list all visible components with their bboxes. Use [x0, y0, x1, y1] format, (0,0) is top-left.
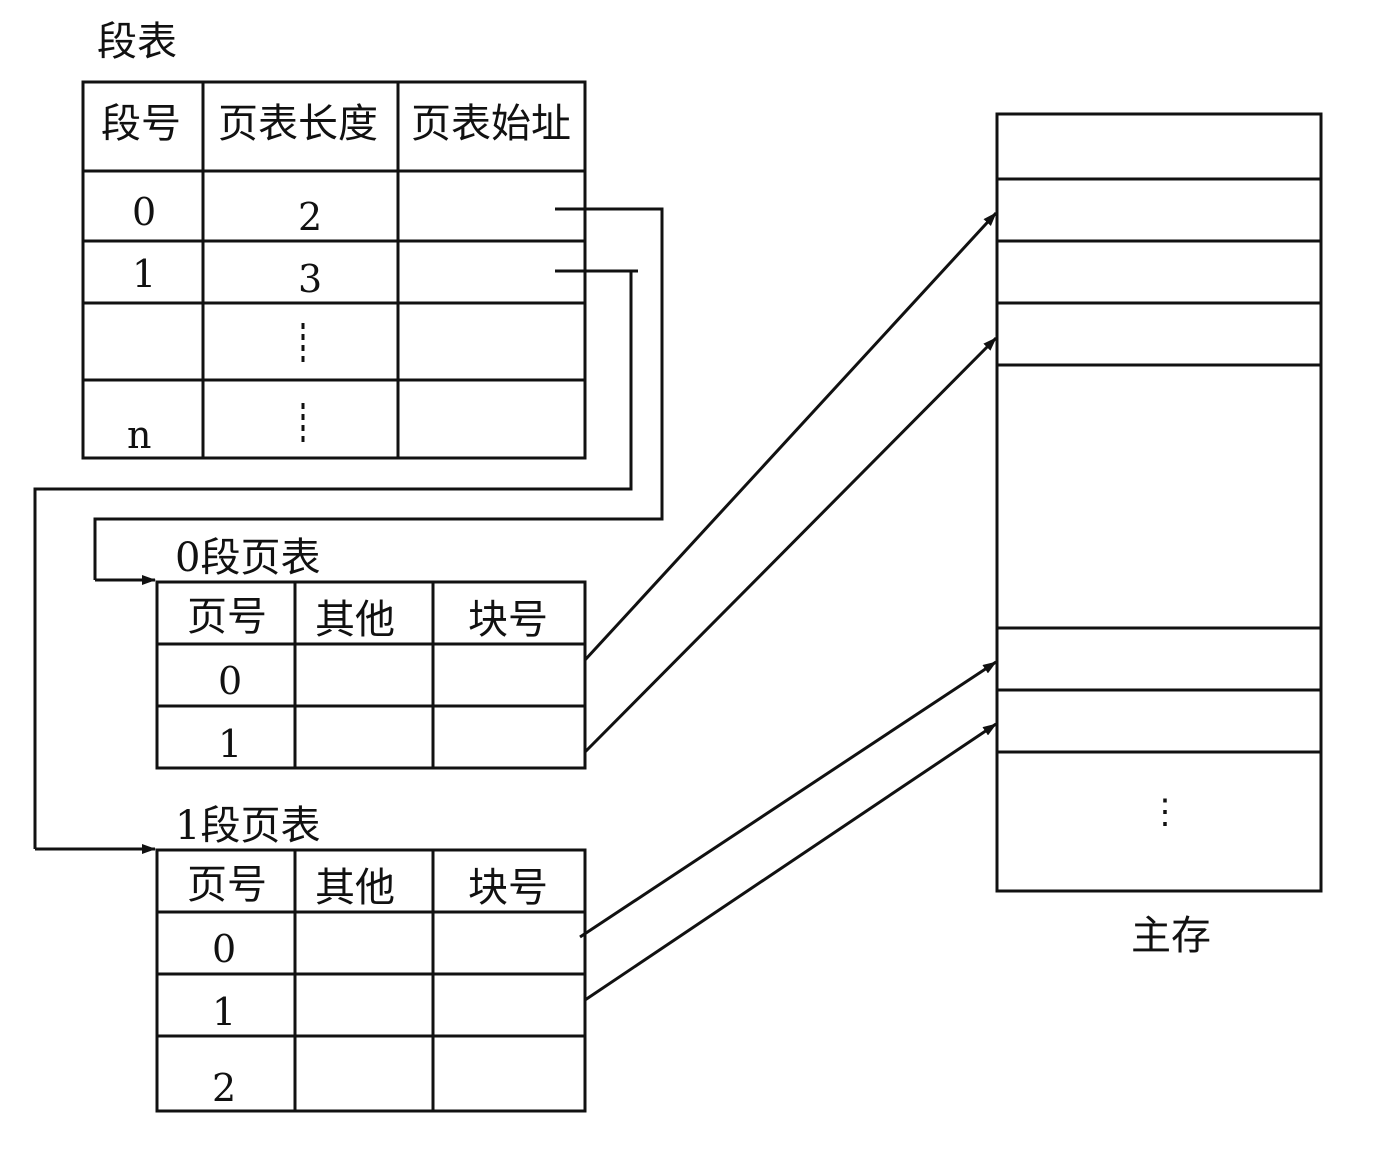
page-table-1-header-other: 其他 — [315, 865, 395, 911]
segment-row-0-length: 2 — [298, 195, 323, 239]
page-table-0-header-block-no: 块号 — [468, 597, 548, 643]
page-table-1-row-0-no: 0 — [212, 927, 237, 971]
page-table-1-header-block-no: 块号 — [468, 865, 548, 911]
page-table-0-header-other: 其他 — [315, 597, 395, 643]
page-table-1-caption: 1段页表 — [175, 803, 321, 849]
page-table-1-row-1-no: 1 — [212, 990, 237, 1034]
arrow-p1-page0 — [579, 660, 997, 939]
page-table-0-caption: 0段页表 — [175, 535, 321, 581]
page-table-1-header-page-no: 页号 — [187, 862, 267, 908]
page-table-1-row-2-no: 2 — [212, 1066, 237, 1110]
segment-row-0-no: 0 — [132, 190, 157, 234]
segment-table-header-page-table-base: 页表始址 — [411, 101, 571, 147]
segment-table-caption: 段表 — [97, 19, 177, 65]
segment-row-1-length: 3 — [298, 257, 323, 301]
page-table-0-header-page-no: 页号 — [187, 594, 267, 640]
segment-row-1-no: 1 — [132, 252, 157, 296]
page-table-0-row-0-no: 0 — [218, 659, 243, 703]
connector-segment-0 — [93, 207, 664, 580]
page-table-0-row-1-no: 1 — [218, 722, 243, 766]
segment-table-grid — [81, 80, 587, 460]
arrow-p1-page1 — [584, 722, 997, 1002]
main-memory-grid — [995, 112, 1323, 893]
page-to-memory-arrows — [579, 211, 998, 1002]
main-memory-label: 主存 — [1131, 913, 1211, 959]
segment-row-n-no: n — [127, 413, 152, 457]
page-table-0-grid — [155, 580, 587, 770]
segment-table-header-segment-no: 段号 — [101, 101, 181, 147]
segment-table-header-page-table-length: 页表长度 — [218, 101, 378, 147]
arrow-p0-page1 — [583, 336, 998, 754]
connector-segment-1-path — [33, 271, 633, 849]
arrow-p0-page0 — [583, 211, 998, 662]
segment-to-page-table-connectors — [33, 207, 664, 854]
main-memory-ellipsis: ⋮ — [1148, 792, 1182, 832]
page-table-1-grid — [155, 848, 587, 1113]
